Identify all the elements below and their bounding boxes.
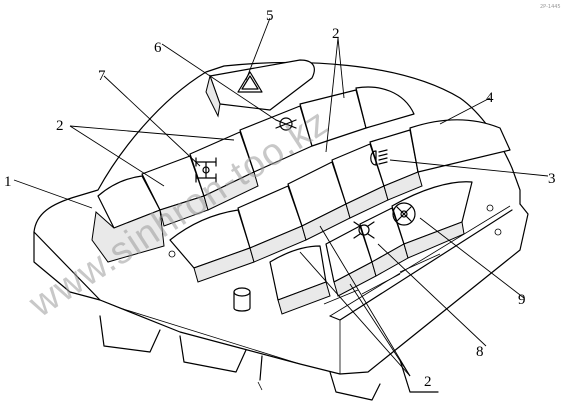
callout-2-left: 2 xyxy=(56,118,64,134)
callout-3: 3 xyxy=(548,171,556,187)
corner-mark: 2P-1445 xyxy=(540,4,561,10)
callout-9: 9 xyxy=(518,292,526,308)
hazard-warning-button xyxy=(205,59,315,118)
indicator-post xyxy=(233,287,251,312)
axle-lock-icon xyxy=(275,117,297,131)
axle-lock-all-icon xyxy=(353,221,375,239)
leader-lines xyxy=(13,17,549,377)
cross-axle-lock-icon xyxy=(392,202,416,226)
warning-triangle-icon xyxy=(237,71,263,93)
callout-7: 7 xyxy=(98,68,106,84)
callout-6: 6 xyxy=(154,40,162,56)
fog-lamp-icon xyxy=(370,149,388,166)
panel-housing xyxy=(33,61,529,375)
callout-1: 1 xyxy=(4,174,12,190)
callout-8: 8 xyxy=(476,344,484,360)
connector-pins xyxy=(99,315,439,401)
callout-4: 4 xyxy=(486,90,494,106)
key-row-front xyxy=(269,181,473,315)
callout-5: 5 xyxy=(266,8,274,24)
callout-2-bottom: 2 xyxy=(424,374,432,390)
callout-2-top: 2 xyxy=(332,26,340,42)
key-row-back xyxy=(91,86,415,263)
